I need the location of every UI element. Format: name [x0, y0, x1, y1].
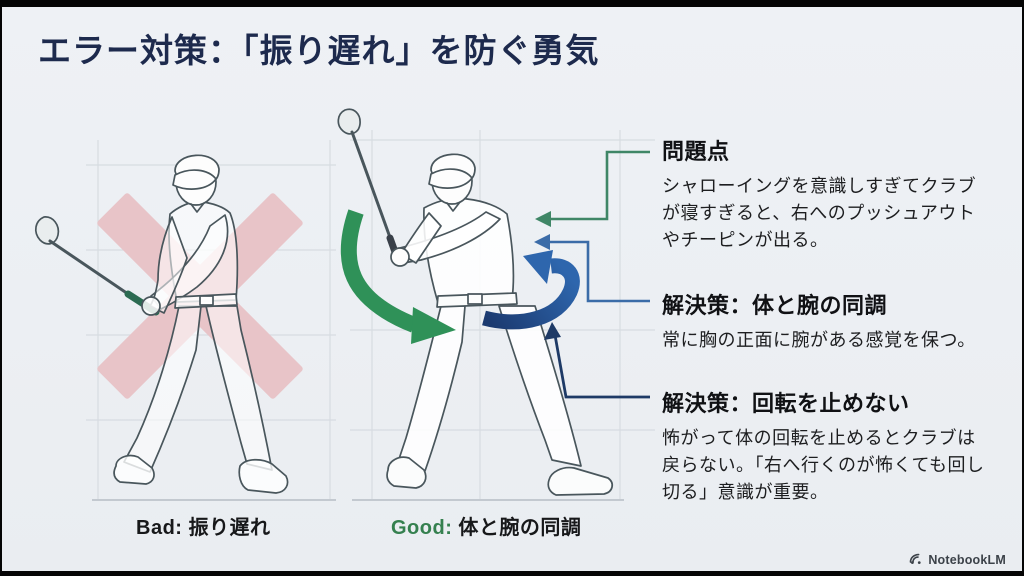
annotation-solution-sync-body: 常に胸の正面に腕がある感覚を保つ。	[662, 330, 976, 350]
letterbox-top	[0, 0, 1024, 7]
figure-bad-illustration	[34, 154, 289, 494]
caption-bad: Bad:振り遅れ	[136, 511, 270, 540]
caption-bad-prefix: Bad:	[136, 517, 183, 539]
annotation-problem-body: シャローイングを意識しすぎてクラブが寝すぎると、右へのプッシュアウトやチーピンが…	[662, 176, 977, 250]
connector-problem	[535, 150, 650, 227]
reference-grid	[86, 130, 655, 500]
letterbox-right	[1022, 0, 1024, 576]
caption-good: Good:体と腕の同調	[391, 511, 581, 540]
caption-good-prefix: Good:	[391, 517, 453, 539]
annotation-solution-sync-heading: 解決策：体と腕の同調	[662, 293, 888, 318]
annotation-solution-sync: 解決策：体と腕の同調 常に胸の正面に腕がある感覚を保つ。	[662, 288, 1007, 354]
annotation-solution-rotation-heading: 解決策：回転を止めない	[662, 391, 910, 416]
page-title: エラー対策：「振り遅れ」を防ぐ勇気	[38, 32, 600, 69]
blue-hip-rotation-arrow	[482, 250, 580, 330]
annotation-solution-rotation: 解決策：回転を止めない 怖がって体の回転を止めるとクラブは戻らない。「右へ行くの…	[662, 386, 992, 506]
figure-good-illustration	[337, 108, 614, 496]
annotation-problem: 問題点 シャローイングを意識しすぎてクラブが寝すぎると、右へのプッシュアウトやチ…	[662, 134, 984, 254]
caption-good-text: 体と腕の同調	[458, 517, 582, 539]
letterbox-left	[0, 0, 2, 576]
letterbox-bottom	[0, 571, 1024, 576]
connector-sync	[534, 234, 650, 303]
branding-badge: NotebookLM	[908, 552, 1006, 567]
annotation-solution-rotation-body: 怖がって体の回転を止めるとクラブは戻らない。「右へ行くのが怖くても回し切る」意識…	[662, 428, 985, 502]
green-swing-path-arrow	[340, 209, 456, 344]
branding-label: NotebookLM	[928, 552, 1006, 567]
caption-bad-text: 振り遅れ	[188, 517, 271, 539]
connector-rotation	[544, 322, 650, 399]
annotation-problem-heading: 問題点	[662, 139, 730, 164]
notebooklm-logo-icon	[910, 553, 921, 564]
